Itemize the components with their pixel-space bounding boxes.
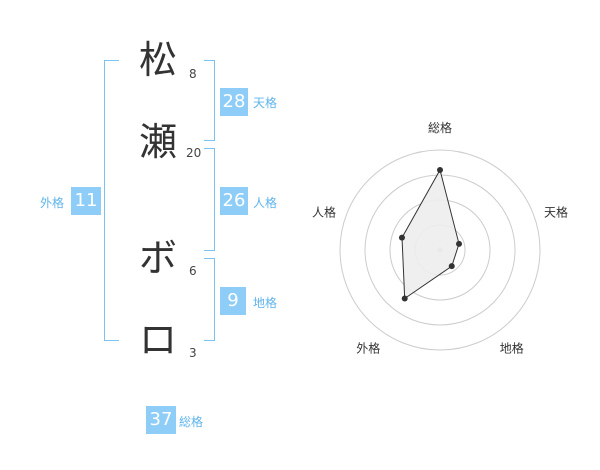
name-char-1: 松 [138, 38, 177, 82]
jinkaku-value: 26 [220, 187, 248, 215]
soukaku-label: 総格 [179, 415, 204, 429]
radar-ring-4 [339, 149, 541, 351]
chikaku-value: 9 [220, 287, 246, 315]
name-char-2: 瀬 [138, 120, 177, 164]
radar-axis-label-4: 外格 [356, 341, 380, 356]
stroke-count-3: 6 [189, 264, 197, 278]
gaikaku-value: 11 [71, 187, 101, 215]
radar-axis-label-2: 天格 [544, 204, 568, 219]
jinkaku-bracket [204, 148, 215, 251]
gaikaku-label: 外格 [40, 196, 65, 210]
soukaku-value: 37 [146, 406, 176, 434]
radar-point-1 [437, 167, 443, 173]
radar-point-2 [456, 240, 463, 247]
outer-bracket [104, 60, 119, 341]
radar-point-5 [398, 234, 405, 241]
chikaku-bracket [204, 258, 215, 341]
stroke-count-4: 3 [189, 346, 197, 360]
radar-axis-label-1: 総格 [428, 120, 452, 135]
tenkaku-value: 28 [220, 88, 248, 116]
stroke-count-1: 8 [189, 67, 197, 81]
chikaku-label: 地格 [253, 296, 278, 310]
jinkaku-label: 人格 [253, 196, 278, 210]
tenkaku-bracket [204, 60, 215, 141]
stroke-count-2: 20 [186, 146, 202, 160]
tenkaku-label: 天格 [253, 96, 278, 110]
name-char-3: ボ [138, 236, 177, 280]
radar-axis-label-3: 地格 [500, 341, 524, 356]
radar-point-3 [448, 263, 455, 270]
radar-axis-label-5: 人格 [312, 204, 336, 219]
name-char-4: ロ [138, 318, 177, 362]
radar-area [401, 168, 460, 300]
radar-point-4 [401, 295, 408, 302]
